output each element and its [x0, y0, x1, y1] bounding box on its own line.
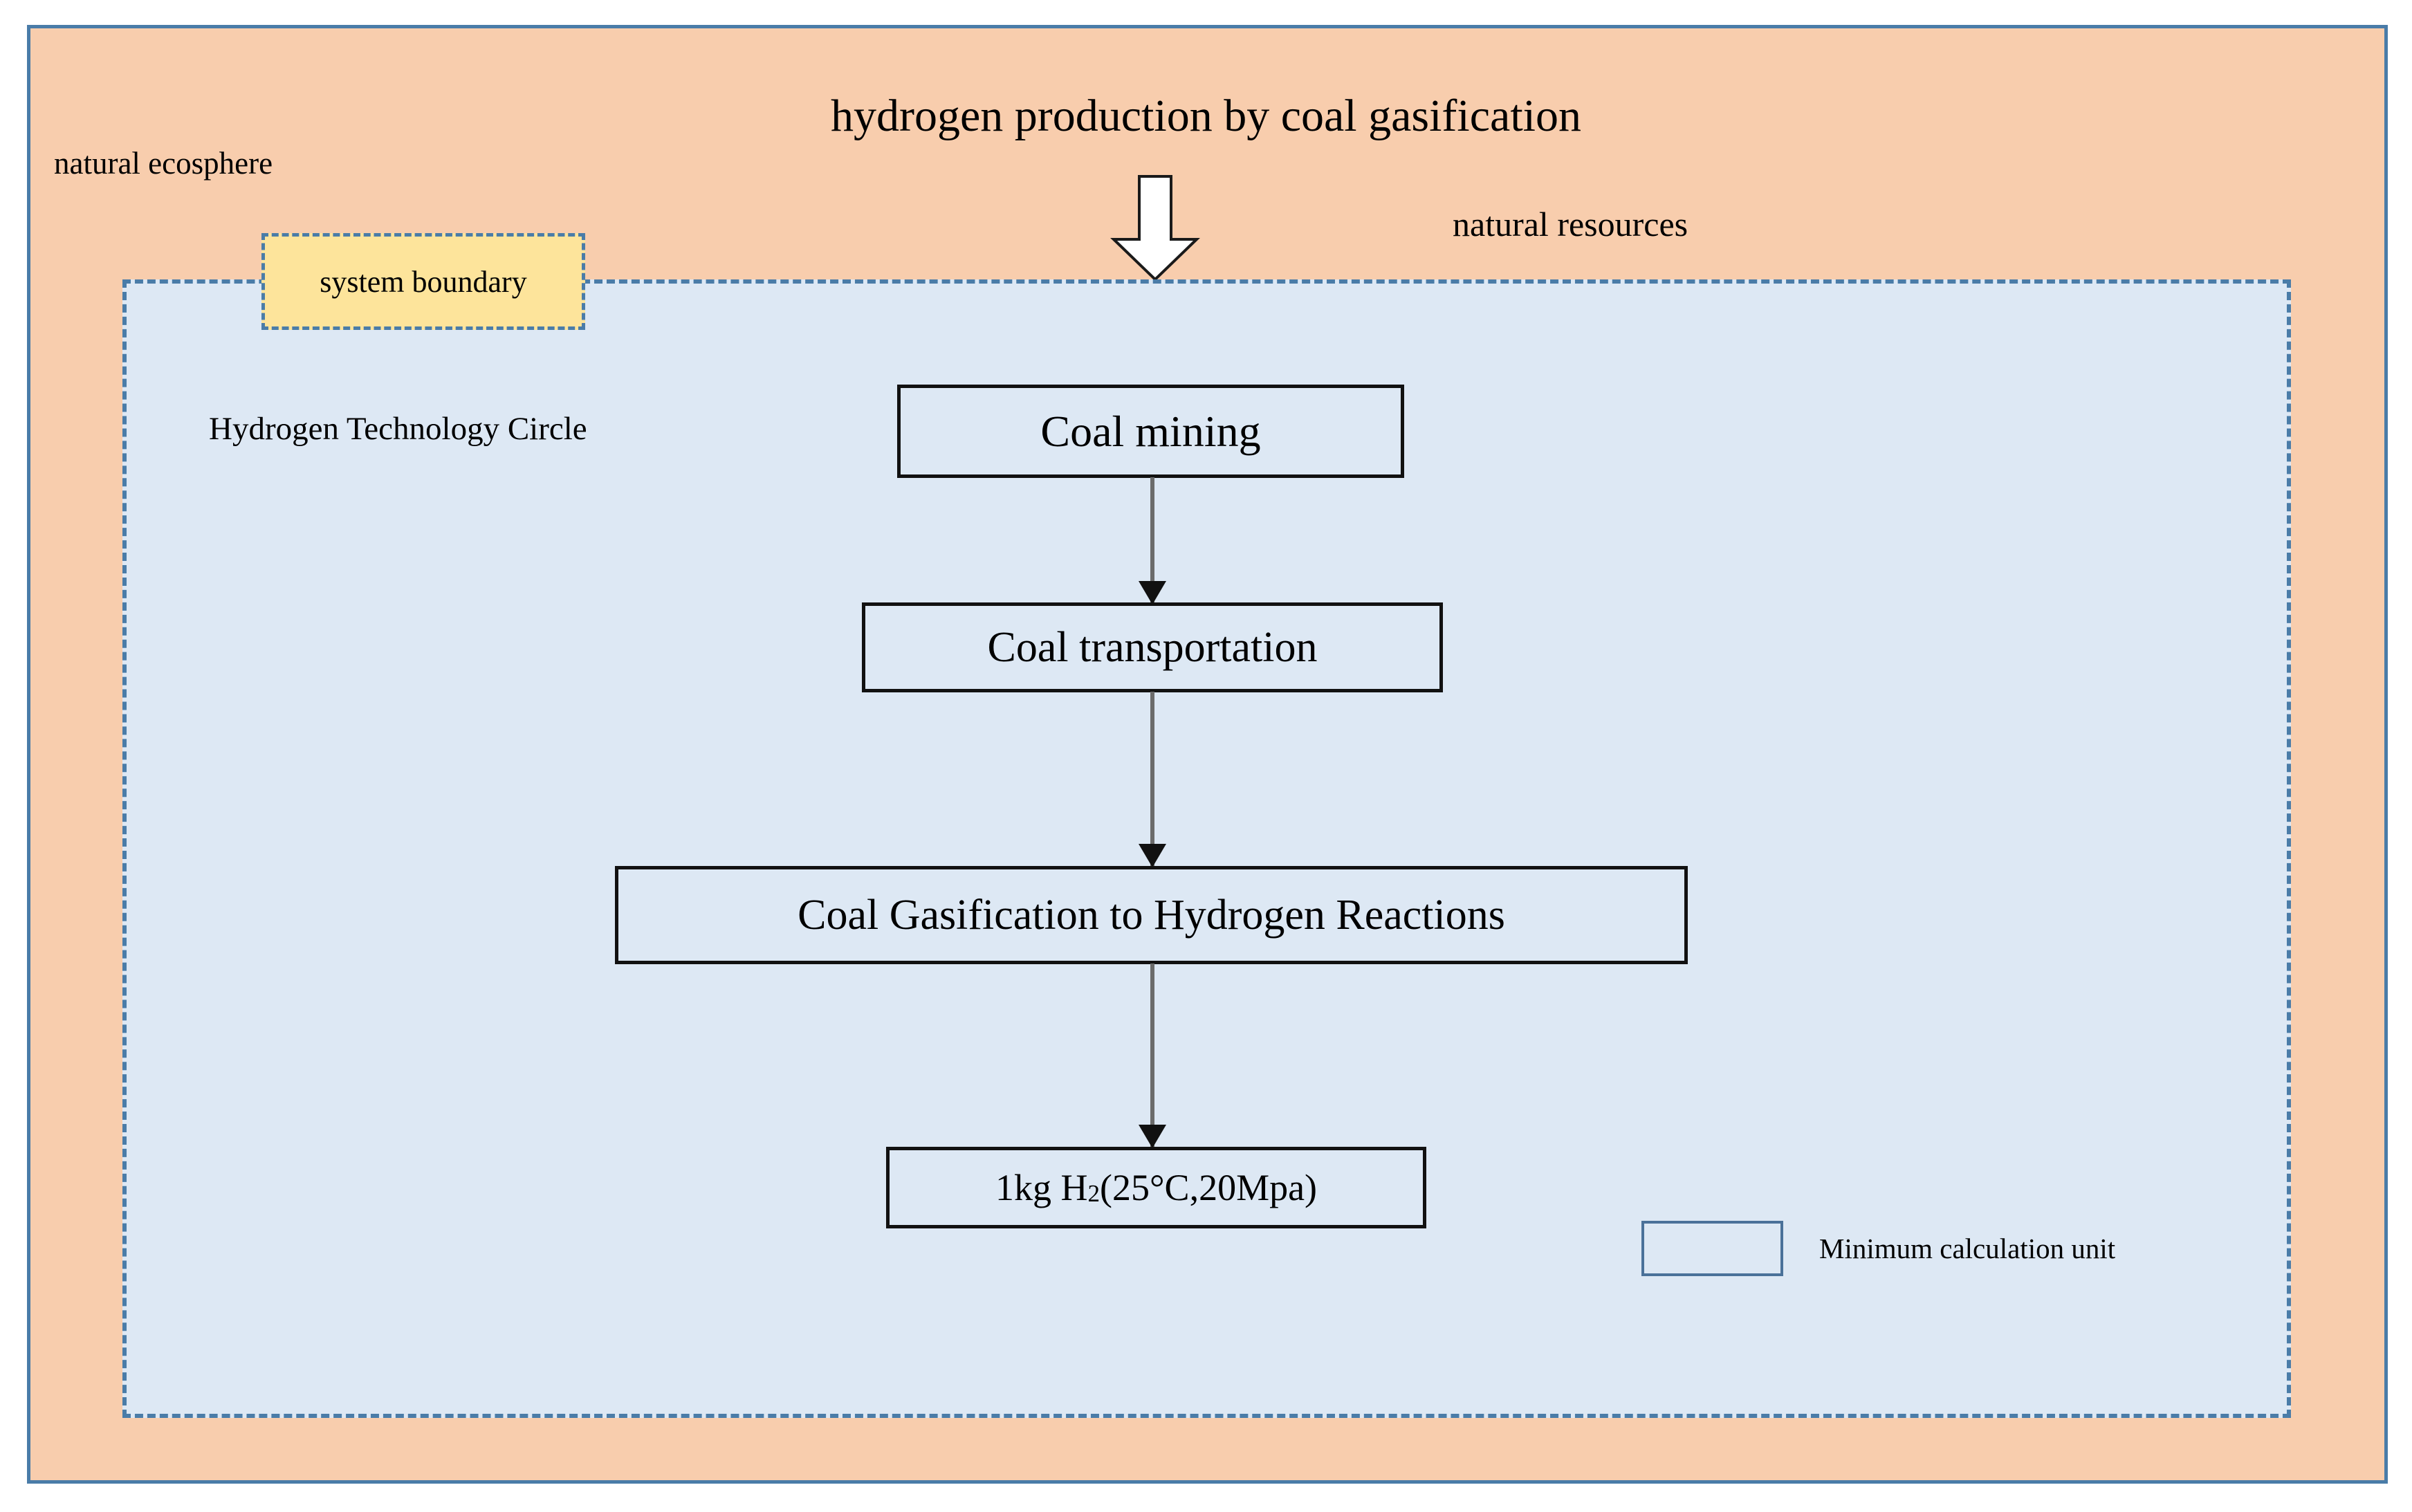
legend-label: Minimum calculation unit: [1819, 1233, 2116, 1264]
legend: Minimum calculation unit: [1641, 1221, 2115, 1276]
natural-resources-label: natural resources: [1453, 205, 1688, 243]
hydrogen-technology-circle-label: Hydrogen Technology Circle: [209, 411, 587, 447]
process-box-coal-mining[interactable]: Coal mining: [897, 385, 1404, 478]
connector-arrow-mining-to-transportation: [1139, 477, 1166, 605]
legend-swatch-minimum-calculation-unit: [1641, 1221, 1783, 1276]
system-boundary-tag: system boundary: [261, 233, 585, 330]
diagram-title: hydrogen production by coal gasification: [830, 91, 1582, 141]
product-label-subscript: 2: [1087, 1179, 1100, 1207]
process-box-coal-gasification[interactable]: Coal Gasification to Hydrogen Reactions: [615, 866, 1688, 964]
arrowhead-icon: [1139, 844, 1166, 867]
arrowhead-icon: [1139, 1125, 1166, 1148]
product-label-prefix: 1kg H: [995, 1167, 1088, 1208]
connector-arrow-gasification-to-product: [1139, 964, 1166, 1148]
natural-ecosphere-label: natural ecosphere: [54, 146, 273, 181]
arrowhead-icon: [1139, 581, 1166, 605]
product-label-suffix: (25°C,20Mpa): [1099, 1167, 1318, 1208]
natural-resources-input-arrow-icon: [1103, 175, 1207, 282]
process-box-coal-transportation[interactable]: Coal transportation: [862, 602, 1443, 692]
connector-arrow-transportation-to-gasification: [1139, 692, 1166, 867]
